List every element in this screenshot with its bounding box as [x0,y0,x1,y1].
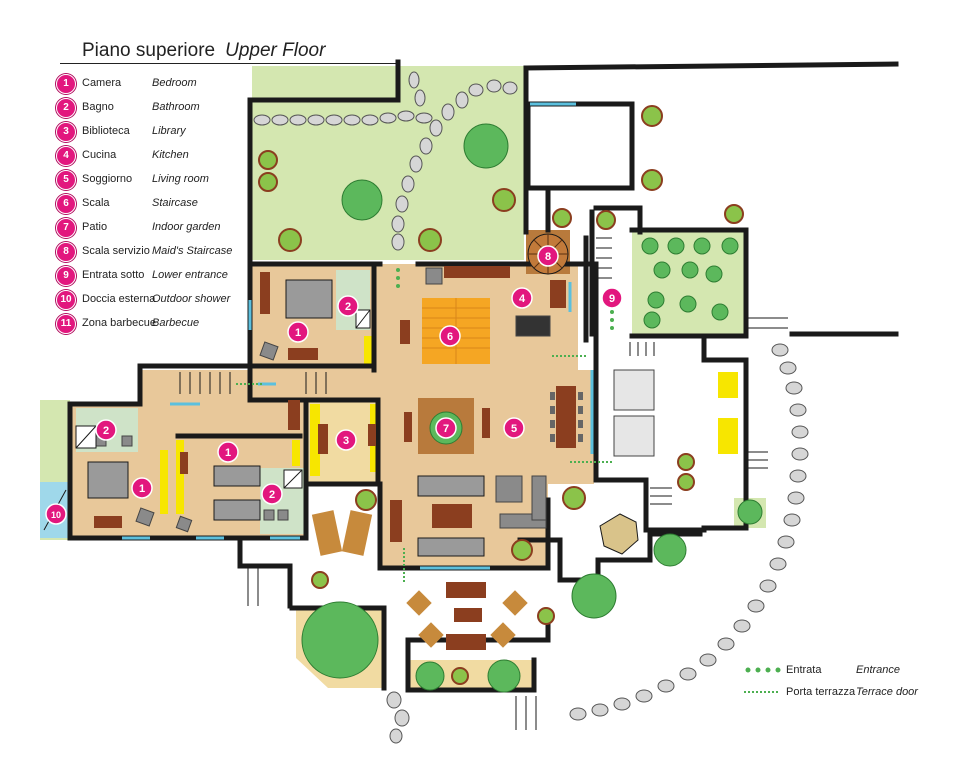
legend-badge: 2 [56,98,76,118]
outdoor-stairs [179,237,788,730]
legend-label-it: Scala [82,197,110,209]
legend-badge: 5 [56,170,76,190]
room-marker-label: 2 [345,301,351,313]
room-marker-label: 1 [225,447,231,459]
room-marker-labels: 1 1 1 2 2 2 3 4 5 6 7 8 9 10 [51,251,615,520]
room-marker-label: 4 [519,293,526,305]
room-marker-label: 7 [443,423,449,435]
legend-label-en: Bedroom [152,77,197,89]
room-marker-label: 1 [139,483,145,495]
key-entrance-it: Entrata [786,664,822,676]
title-italian: Piano superiore [82,40,216,61]
legend-badge: 4 [56,146,76,166]
title-underline [60,63,400,64]
legend-label-en: Library [152,125,186,137]
legend-label-en: Bathroom [152,101,200,113]
door-markers [236,268,614,584]
room-marker-label: 1 [295,327,301,339]
walls [67,59,899,693]
umbrella-icon [599,513,639,555]
beds [87,279,485,557]
legend-label-it: Zona barbecue [82,317,156,329]
key-entrance-en: Entrance [856,664,901,676]
legend-badge: 7 [56,218,76,238]
legend-badge: 11 [56,314,76,334]
furniture [94,266,576,650]
key-terrace-it: Porta terrazza [786,686,856,698]
legend-label-en: Outdoor shower [152,293,231,305]
legend-badge: 9 [56,266,76,286]
bathroom-fixtures [75,309,371,489]
legend-label-en: Lower entrance [152,269,228,281]
room-marker-label: 6 [447,331,453,343]
legend-label-en: Kitchen [152,149,189,161]
legend-label-en: Indoor garden [152,221,221,233]
legend-label-it: Soggiorno [82,173,133,185]
room-marker-label: 10 [51,510,61,520]
grey-furniture [95,267,655,533]
legend-label-it: Biblioteca [82,125,130,137]
dining-chairs [550,392,583,442]
legend-badge: 10 [56,290,76,310]
legend-label-it: Doccia esterna [82,293,156,305]
room-markers [45,245,623,525]
legend-badge: 6 [56,194,76,214]
legend-label-en: Staircase [152,197,198,209]
room-marker-label: 5 [511,423,517,435]
legend-label-it: Scala servizio [82,245,150,257]
legend-label-it: Patio [82,221,108,233]
stepping-stones [253,71,809,744]
trees [258,105,763,693]
key-symbols [744,667,781,693]
outdoor-loungers [311,510,528,648]
room-marker-label: 9 [609,293,615,305]
key-terrace-en: Terrace door [856,686,918,698]
legend-label-en: Maid's Staircase [152,245,233,257]
page-title: Piano superiore Upper Floor [82,40,325,62]
legend-label-it: Entrata sotto [82,269,145,281]
legend-label-it: Bagno [82,101,114,113]
legend-badge: 1 [56,74,76,94]
windows [122,102,594,570]
legend-badge: 3 [56,122,76,142]
room-marker-label: 3 [343,435,349,447]
room-marker-label: 2 [269,489,275,501]
legend-label-it: Camera [82,77,122,89]
legend-label-en: Living room [152,173,209,185]
legend-label-en: Barbecue [152,317,200,329]
title-english: Upper Floor [225,40,326,61]
legend-badge: 8 [56,242,76,262]
legend-label-it: Cucina [82,149,117,161]
room-marker-label: 8 [545,251,551,263]
room-marker-label: 2 [103,425,109,437]
